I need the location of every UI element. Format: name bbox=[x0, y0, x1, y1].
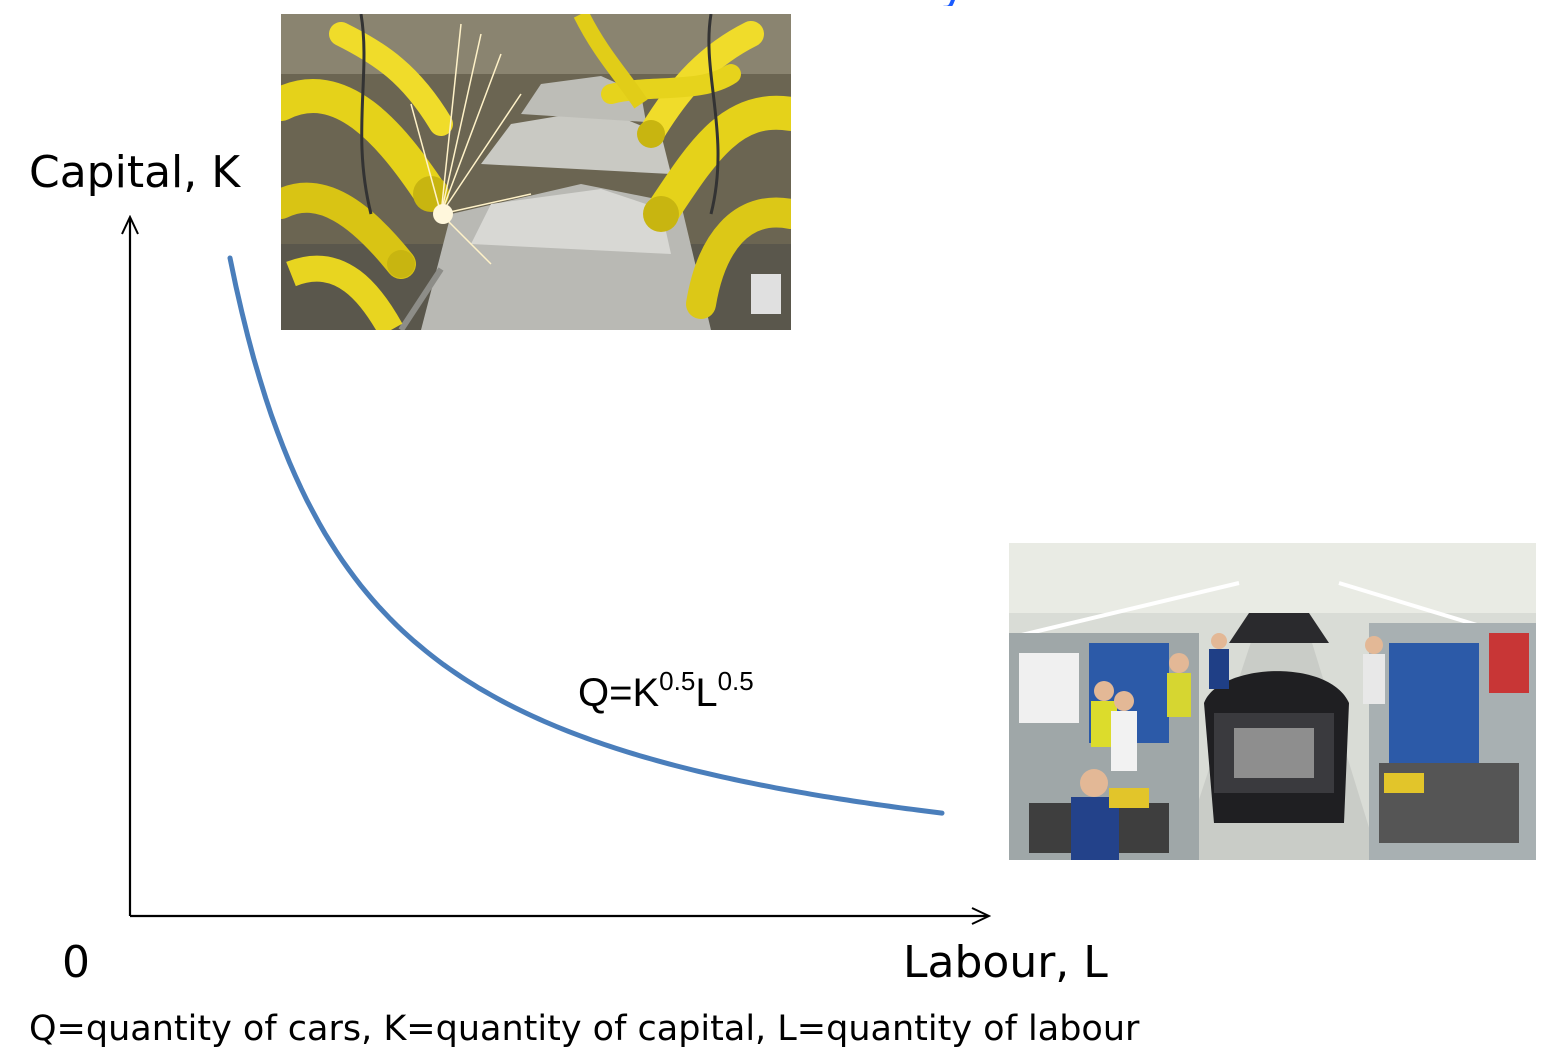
y-axis-label: Capital, K bbox=[29, 147, 241, 198]
origin-label: 0 bbox=[62, 937, 90, 988]
equation-l-base: L bbox=[695, 671, 718, 715]
isoquant-curve bbox=[227, 255, 945, 816]
variable-definitions: Q=quantity of cars, K=quantity of capita… bbox=[29, 1009, 1140, 1049]
x-axis-label: Labour, L bbox=[903, 937, 1108, 988]
equation-l-exponent: 0.5 bbox=[717, 666, 754, 696]
slide-title-fragment: y bbox=[940, 0, 1060, 6]
manual-assembly-line-photo bbox=[1009, 543, 1536, 860]
robotic-assembly-line-photo bbox=[281, 14, 791, 330]
equation-k-exponent: 0.5 bbox=[659, 666, 696, 696]
equation-base: Q=K bbox=[578, 671, 660, 715]
production-function-label: Q=K0.5L0.5 bbox=[578, 668, 754, 718]
